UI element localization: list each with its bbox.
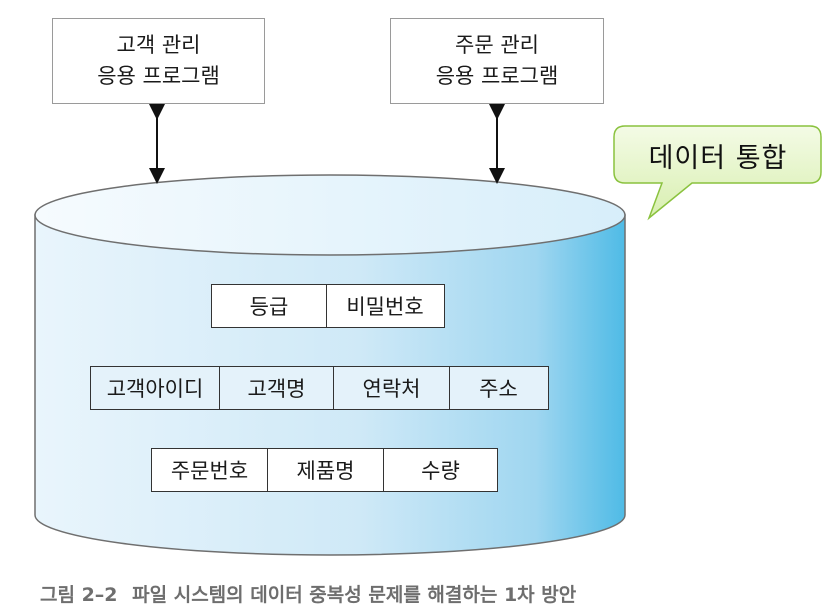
figure-caption-text: 파일 시스템의 데이터 중복성 문제를 해결하는 1차 방안 (132, 584, 577, 606)
field-row-1: 등급 비밀번호 (211, 284, 445, 328)
field-cell: 주소 (448, 366, 549, 410)
customer-app-box: 고객 관리 응용 프로그램 (52, 18, 265, 104)
order-app-title: 주문 관리 (455, 33, 539, 57)
customer-app-subtitle: 응용 프로그램 (97, 64, 220, 88)
field-row-3: 주문번호 제품명 수량 (151, 448, 498, 492)
field-cell: 고객아이디 (90, 366, 220, 410)
order-app-subtitle: 응용 프로그램 (435, 64, 559, 88)
customer-app-title: 고객 관리 (116, 33, 201, 57)
callout-text: 데이터 통합 (648, 142, 788, 174)
order-app-box: 주문 관리 응용 프로그램 (390, 18, 604, 104)
field-cell: 연락처 (333, 366, 450, 410)
callout-bubble (613, 125, 822, 221)
field-cell: 제품명 (266, 448, 385, 492)
field-cell: 주문번호 (151, 448, 268, 492)
field-cell: 등급 (211, 284, 327, 328)
figure-caption: 그림 2–2 파일 시스템의 데이터 중복성 문제를 해결하는 1차 방안 (40, 580, 576, 607)
figure-caption-label: 그림 2–2 (40, 584, 118, 606)
field-cell: 고객명 (218, 366, 335, 410)
field-cell: 수량 (383, 448, 498, 492)
field-cell: 비밀번호 (325, 284, 445, 328)
field-row-2: 고객아이디 고객명 연락처 주소 (90, 366, 549, 410)
database-cylinder-top (34, 174, 626, 256)
